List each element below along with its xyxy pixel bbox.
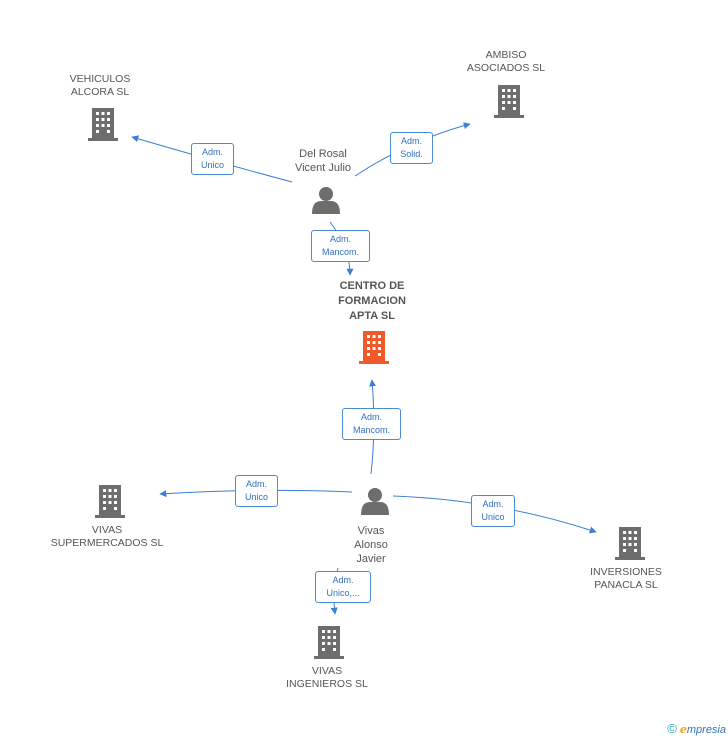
node-label-vivas-alonso[interactable]: Vivas Alonso Javier [354,525,388,565]
empresia-watermark[interactable]: © empresia [667,721,726,736]
edge-label-vivas-supermercados[interactable]: Adm. Unico [235,475,278,507]
building-icon[interactable] [314,626,344,659]
building-icon[interactable] [359,331,389,364]
node-label-centro[interactable]: CENTRO DE FORMACION APTA SL [338,280,406,322]
edge-label-vivas-centro[interactable]: Adm. Mancom. [342,408,401,440]
edge-label-delrosal-ambiso[interactable]: Adm. Solid. [390,132,433,164]
building-icon[interactable] [88,108,118,141]
edge-label-vivas-inversiones[interactable]: Adm. Unico [471,495,515,527]
brand-initial: e [679,723,687,736]
node-label-ambiso[interactable]: AMBISO ASOCIADOS SL [466,49,546,74]
node-label-inversiones[interactable]: INVERSIONES PANACLA SL [590,566,662,591]
edge-label-vivas-ingenieros[interactable]: Adm. Unico,... [315,571,371,603]
building-icon[interactable] [615,527,645,560]
brand-name: mpresia [686,724,726,736]
person-icon[interactable] [361,488,389,515]
person-icon[interactable] [312,187,340,214]
edge-label-delrosal-centro[interactable]: Adm. Mancom. [311,230,370,262]
node-label-delrosal[interactable]: Del Rosal Vicent Julio [294,148,352,174]
node-label-vivas-supermercados[interactable]: VIVAS SUPERMERCADOS SL [50,524,164,549]
copyright-icon: © [667,721,677,736]
node-label-vivas-ingenieros[interactable]: VIVAS INGENIEROS SL [286,665,368,690]
building-icon[interactable] [494,85,524,118]
node-label-vehiculos[interactable]: VEHICULOS ALCORA SL [69,73,131,98]
building-icon[interactable] [95,485,125,518]
edge-label-delrosal-vehiculos[interactable]: Adm. Unico [191,143,234,175]
